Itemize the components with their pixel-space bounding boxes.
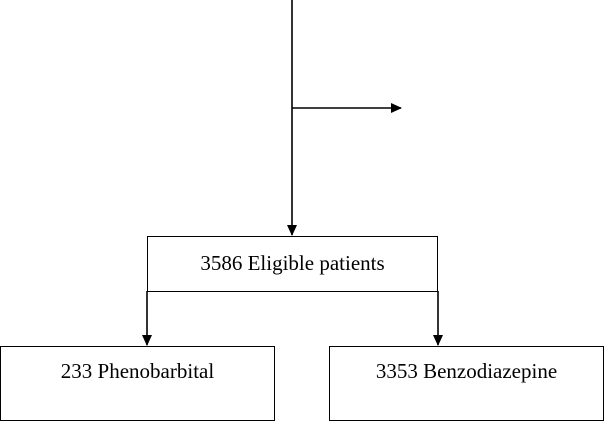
- phenobarbital-label: 233 Phenobarbital: [60, 359, 215, 383]
- eligible-patients-box: 3586 Eligible patients: [147, 236, 438, 292]
- benzodiazepine-label: 3353 Benzodiazepine: [375, 359, 558, 383]
- benzodiazepine-box: 3353 Benzodiazepine: [329, 346, 604, 421]
- eligible-patients-label: 3586 Eligible patients: [200, 251, 385, 275]
- phenobarbital-box: 233 Phenobarbital: [0, 346, 275, 421]
